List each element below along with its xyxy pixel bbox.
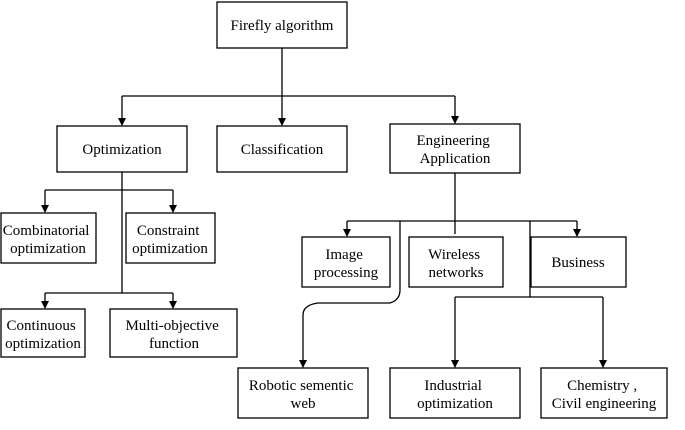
svg-text:Combinatorial optimizati: Combinatorial optimization [3, 223, 93, 257]
edges [41, 48, 607, 368]
svg-text:Firefly algorithm: Firefly algorithm [231, 18, 334, 34]
node-industrial-optimization: Industrial optimization [389, 367, 521, 419]
node-firefly-algorithm: Firefly algorithm [216, 1, 348, 49]
node-label-line: web [291, 396, 316, 412]
node-label-line: Industrial [424, 378, 482, 394]
node-image-processing: Image processing [301, 236, 391, 288]
node-label-line: optimization [132, 241, 208, 257]
node-label-line: function [149, 336, 199, 352]
node-wireless-networks: Wireless networks [408, 236, 504, 288]
svg-text:Engineering Application: Engineering Application [416, 133, 493, 167]
edge-robotic-branch [299, 221, 401, 368]
svg-text:Classification: Classification [241, 142, 324, 158]
svg-text:Multi-objective function: Multi-objective function [125, 318, 222, 352]
node-classification: Classification [216, 125, 348, 173]
node-label-line: Classification [241, 142, 324, 158]
svg-text:Continuous optimization: Continuous optimization [5, 318, 81, 352]
node-continuous-optimization: Continuous optimization [0, 308, 86, 358]
node-engineering-application: Engineering Application [389, 123, 521, 174]
node-chemistry-civil-engineering: Chemistry , Civil engineering [540, 367, 668, 419]
node-label-line: Robotic sementic [249, 378, 354, 394]
node-business: Business [530, 236, 627, 288]
node-label-line: Combinatorial [3, 223, 90, 239]
svg-text:Industrial optimization: Industrial optimization [417, 378, 493, 412]
node-label-line: Continuous [7, 318, 76, 334]
node-label-line: Multi-objective [125, 318, 219, 334]
svg-text:Constraint optimization: Constraint optimization [132, 223, 208, 257]
node-label-line: Application [420, 151, 491, 167]
node-label-line: optimization [5, 336, 81, 352]
node-label-line: optimization [417, 396, 493, 412]
node-label-line: Firefly algorithm [231, 18, 334, 34]
node-robotic-sementic-web: Robotic sementic web [237, 367, 369, 419]
node-label-line: processing [314, 265, 379, 281]
node-optimization: Optimization [56, 125, 188, 173]
node-label-line: Wireless [428, 247, 480, 263]
svg-text:Wireless networks: Wireless networks [428, 247, 484, 281]
node-label-line: Engineering [416, 133, 490, 149]
node-label-line: Civil engineering [552, 396, 657, 412]
svg-text:Chemistry , Civil engine: Chemistry , Civil engineering [552, 378, 657, 412]
node-constraint-optimization: Constraint optimization [125, 212, 216, 264]
svg-text:Business: Business [551, 255, 605, 271]
node-label-line: Optimization [82, 142, 162, 158]
svg-text:Image processing: Image processing [314, 247, 379, 281]
node-label-line: optimization [10, 241, 86, 257]
node-multi-objective-function: Multi-objective function [109, 308, 238, 358]
node-combinatorial-optimization: Combinatorial optimization [0, 212, 97, 264]
node-label-line: Constraint [137, 223, 200, 239]
svg-text:Robotic sementic web: Robotic sementic web [249, 378, 357, 412]
node-label-line: Image [325, 247, 363, 263]
node-label-line: Business [551, 255, 605, 271]
node-label-line: Chemistry , [567, 378, 637, 394]
node-label-line: networks [429, 265, 484, 281]
svg-text:Optimization: Optimization [82, 142, 162, 158]
